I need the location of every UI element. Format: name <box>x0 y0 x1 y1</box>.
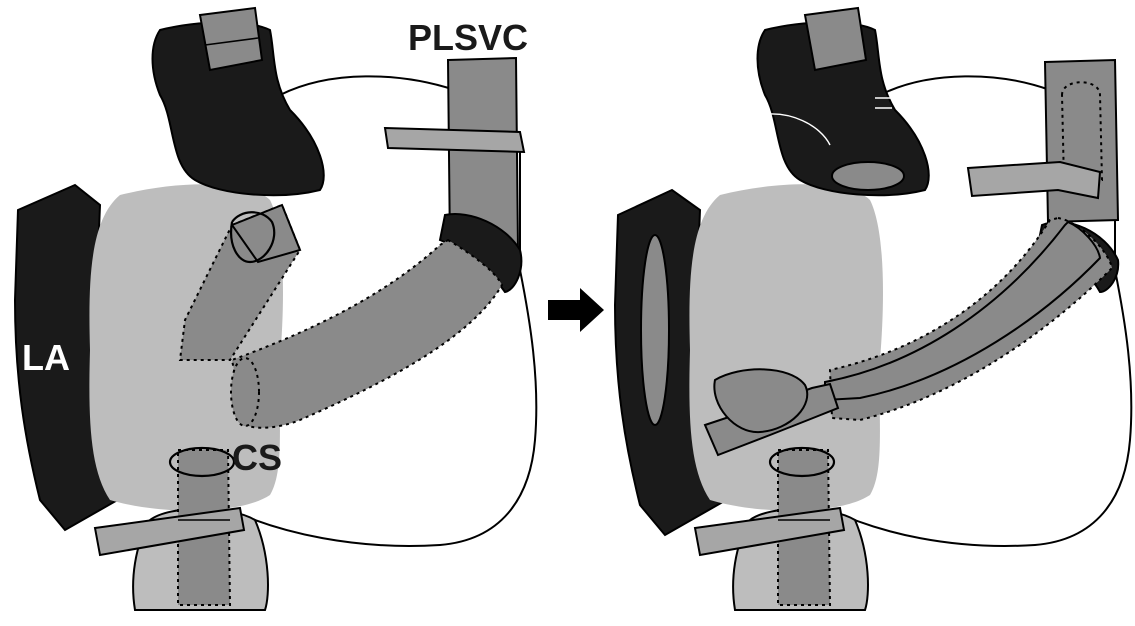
label-plsvc: PLSVC <box>408 17 528 58</box>
coronary-sinus-orifice <box>231 358 259 426</box>
aortic-patch <box>832 162 904 190</box>
panel-before: PLSVC LA CS <box>15 8 536 610</box>
plsvc-tourniquet-after <box>968 162 1100 198</box>
label-la: LA <box>22 337 70 378</box>
aorta-stump-after <box>805 8 866 70</box>
arrow-right-icon <box>548 288 604 332</box>
label-cs: CS <box>232 437 282 478</box>
panel-after <box>615 8 1131 610</box>
plsvc-tourniquet <box>385 128 524 152</box>
atrial-incision <box>641 235 669 425</box>
